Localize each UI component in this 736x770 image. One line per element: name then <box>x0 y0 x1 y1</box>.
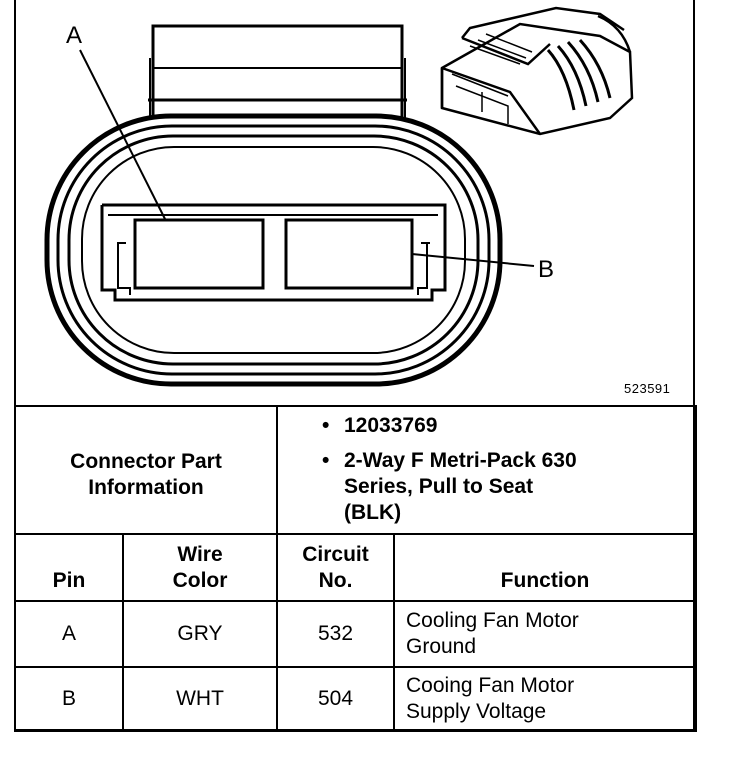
figure-id: 523591 <box>624 381 671 396</box>
connector-part-header: Connector Part Information <box>14 405 278 535</box>
part-number: 12033769 <box>278 413 695 439</box>
wire-color-cell: GRY <box>122 600 278 668</box>
connector-part-list: 12033769 2-Way F Metri-Pack 630 Series, … <box>276 405 697 535</box>
col-header-function: Function <box>393 533 697 602</box>
function-cell: Cooing Fan Motor Supply Voltage <box>393 666 697 732</box>
leader-line-b <box>411 253 535 267</box>
terminal-cavity-a <box>133 218 265 290</box>
pin-cell: A <box>14 600 124 668</box>
pin-label-a: A <box>66 22 83 49</box>
connector-info-table: Connector Part Information 12033769 2-Wa… <box>14 405 697 732</box>
table-row: A GRY 532 Cooling Fan Motor Ground <box>14 600 697 668</box>
function-cell: Cooling Fan Motor Ground <box>393 600 697 668</box>
connector-3d-view <box>440 6 634 136</box>
pin-cell: B <box>14 666 124 732</box>
pin-label-b: B <box>538 256 555 283</box>
connector-body-outer <box>44 113 503 387</box>
terminal-cavity-frame <box>100 203 447 302</box>
part-description: 2-Way F Metri-Pack 630 Series, Pull to S… <box>278 448 584 526</box>
leader-line-a <box>79 49 166 220</box>
connector-drawing <box>44 6 634 387</box>
connector-part-row: Connector Part Information 12033769 2-Wa… <box>14 405 697 535</box>
connector-latch <box>151 24 404 118</box>
circuit-cell: 532 <box>276 600 395 668</box>
wire-color-cell: WHT <box>122 666 278 732</box>
circuit-cell: 504 <box>276 666 395 732</box>
col-header-pin: Pin <box>14 533 124 602</box>
table-row: B WHT 504 Cooing Fan Motor Supply Voltag… <box>14 666 697 732</box>
col-header-wire-color: Wire Color <box>122 533 278 602</box>
header-row: Pin Wire Color Circuit No. Function <box>14 533 697 602</box>
terminal-cavity-b <box>284 218 414 290</box>
col-header-circuit: Circuit No. <box>276 533 395 602</box>
